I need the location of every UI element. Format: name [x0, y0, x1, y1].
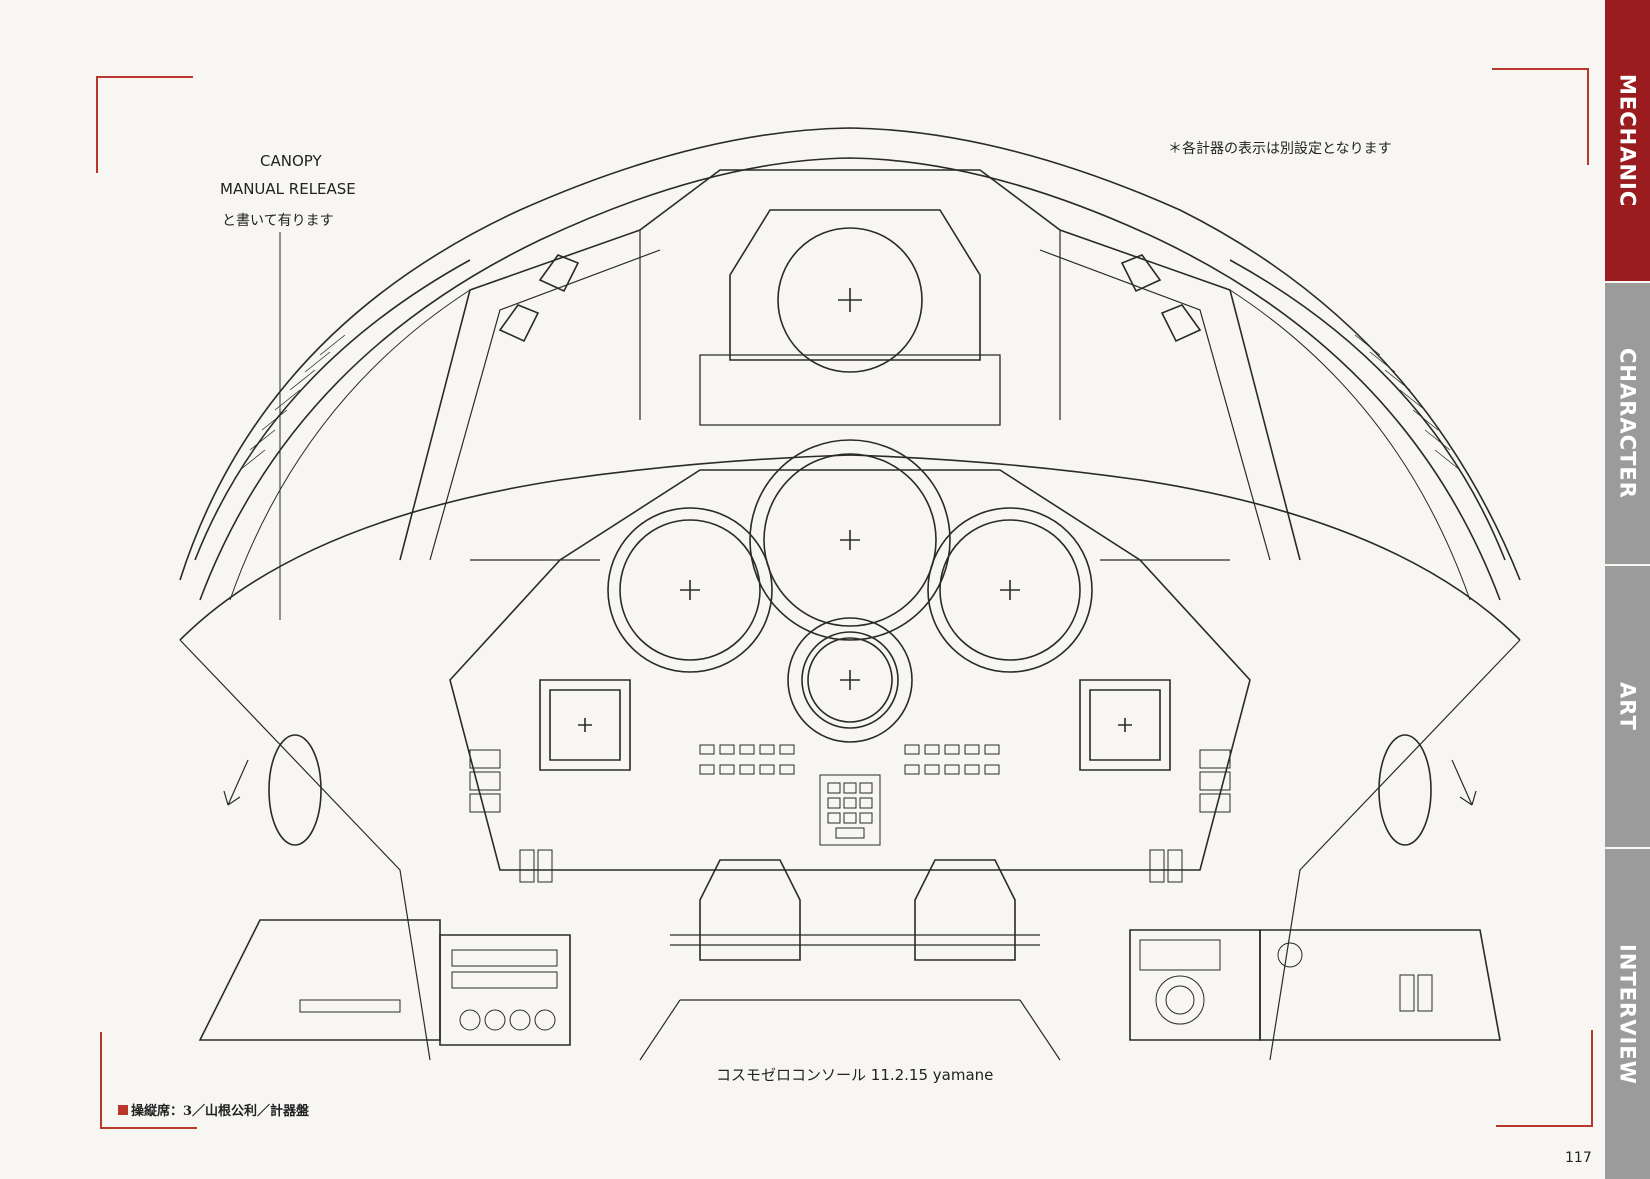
figure-caption: 操縦席：3／山根公利／計器盤: [118, 1100, 309, 1119]
side-tab-art[interactable]: ART: [1605, 566, 1650, 847]
side-tab-mechanic[interactable]: MECHANIC: [1605, 0, 1650, 281]
drawing-caption: コスモゼロコンソール 11.2.15 yamane: [716, 1066, 994, 1084]
caption-bullet: [118, 1104, 128, 1115]
crop-mark-top-right: [1492, 68, 1589, 165]
annotation-canopy-line1: CANOPY: [260, 152, 322, 170]
figure-caption-text: 操縦席：3／山根公利／計器盤: [131, 1104, 310, 1119]
side-tab-art-label: ART: [1615, 682, 1640, 731]
side-tab-interview-label: INTERVIEW: [1615, 943, 1640, 1085]
side-tab-character[interactable]: CHARACTER: [1605, 283, 1650, 564]
cockpit-console-drawing: [179, 127, 1521, 1061]
side-tab-mechanic-label: MECHANIC: [1615, 73, 1640, 208]
page-number: 117: [1565, 1150, 1592, 1166]
annotation-gauge-note: ＊各計器の表示は別設定となります: [1168, 141, 1392, 157]
annotation-canopy-line2: MANUAL RELEASE: [220, 180, 356, 198]
side-tab-interview[interactable]: INTERVIEW: [1605, 849, 1650, 1179]
side-tab-character-label: CHARACTER: [1615, 348, 1640, 499]
annotation-canopy-line3: と書いて有ります: [222, 213, 334, 229]
crop-mark-bottom-right: [1496, 1030, 1593, 1127]
crop-mark-bottom-left: [100, 1032, 197, 1129]
crop-mark-top-left: [96, 76, 193, 173]
